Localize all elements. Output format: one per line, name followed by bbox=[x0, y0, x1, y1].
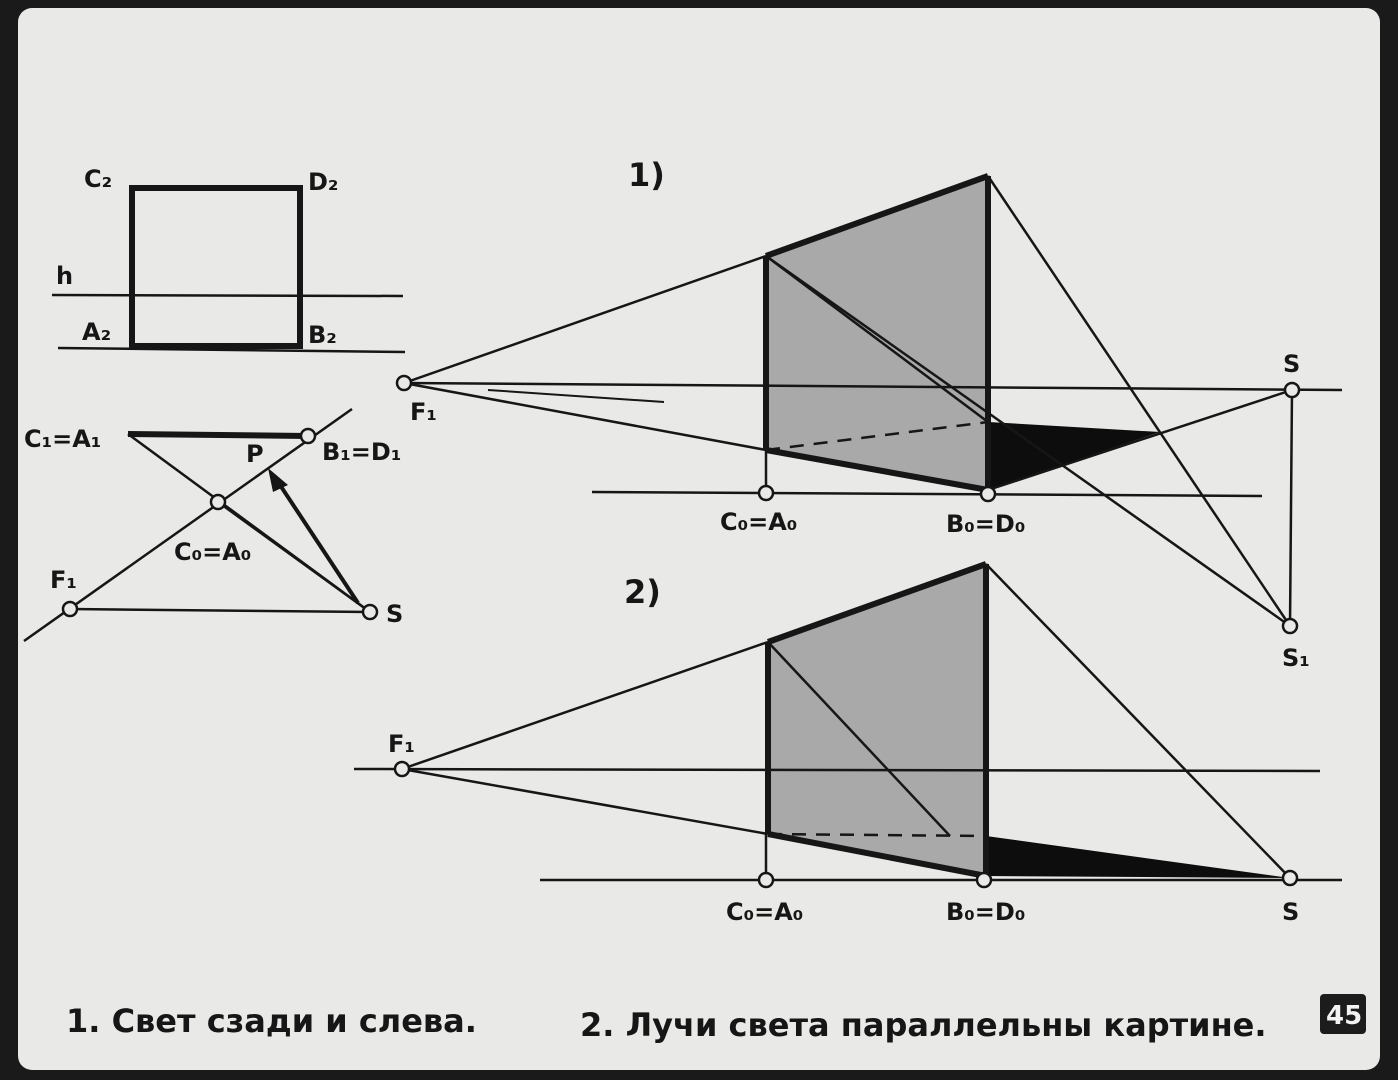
fig1-ray-f1-bottom bbox=[403, 381, 767, 452]
front-view-square bbox=[129, 185, 303, 349]
label-h: h bbox=[56, 262, 73, 290]
ground-line bbox=[57, 346, 406, 354]
caption-1: 1. Свет сзади и слева. bbox=[66, 1002, 477, 1040]
label-s-plan: S bbox=[386, 600, 403, 628]
plan-edge-a1-b1 bbox=[127, 431, 309, 439]
fig1-number: 1) bbox=[628, 156, 665, 194]
fig1-point-c0 bbox=[757, 484, 775, 502]
fig1-ray-to-s bbox=[987, 388, 1293, 492]
fig2-plane-fill bbox=[768, 564, 986, 876]
page-number: 45 bbox=[1326, 1001, 1362, 1031]
fig1-point-f1 bbox=[395, 374, 413, 392]
fig1-label-s: S bbox=[1283, 350, 1300, 378]
fig1-point-s bbox=[1283, 381, 1301, 399]
point-c0 bbox=[209, 493, 227, 511]
label-c0-a0-plan: C₀=A₀ bbox=[174, 538, 251, 566]
light-direction-arrow bbox=[276, 480, 360, 605]
fig1-label-b0-d0: B₀=D₀ bbox=[946, 510, 1025, 538]
fig1-dashed-shadow-edge bbox=[765, 420, 989, 452]
label-b2: B₂ bbox=[308, 321, 337, 349]
fig1-short-stroke bbox=[487, 389, 665, 403]
caption-2: 2. Лучи света параллельны картине. bbox=[580, 1006, 1267, 1044]
fig1-ray-f1-top bbox=[403, 254, 767, 385]
fig2-edge-top bbox=[766, 561, 988, 645]
fig1-label-f1: F₁ bbox=[410, 398, 437, 426]
fig1-vertical-s-s1 bbox=[1288, 389, 1294, 627]
fig2-label-b0-d0: B₀=D₀ bbox=[946, 898, 1025, 926]
fig1-diagonal-ray bbox=[765, 254, 989, 424]
point-f1 bbox=[61, 600, 79, 618]
fig2-point-f1 bbox=[393, 760, 411, 778]
fig1-cast-shadow bbox=[988, 422, 1160, 490]
fig1-point-s1 bbox=[1281, 617, 1299, 635]
fig2-point-c0 bbox=[757, 871, 775, 889]
figure-2-perspective bbox=[353, 561, 1342, 889]
fig2-point-b0 bbox=[975, 871, 993, 889]
fig1-horizon-line bbox=[403, 381, 1343, 392]
label-a2: A₂ bbox=[82, 318, 111, 346]
fig1-ground-line bbox=[591, 490, 1263, 498]
fig1-point-b0 bbox=[979, 485, 997, 503]
fig1-edge-top bbox=[764, 173, 990, 259]
point-s bbox=[361, 603, 379, 621]
plan-diagonal-ray bbox=[23, 407, 353, 643]
fig2-ray-f1-bottom bbox=[401, 767, 769, 836]
horizon-line-h bbox=[51, 293, 404, 298]
arrow-head-icon bbox=[268, 468, 288, 492]
label-d2: D₂ bbox=[308, 168, 338, 196]
fig2-label-s: S bbox=[1282, 898, 1299, 926]
fig2-diagonal-ray bbox=[767, 641, 951, 837]
label-f1-plan: F₁ bbox=[50, 566, 77, 594]
fig1-edge-bottom bbox=[765, 447, 989, 493]
fig2-ray-f1-top bbox=[401, 640, 769, 771]
page-number-badge bbox=[1320, 994, 1366, 1034]
plan-base-f1-s bbox=[69, 607, 371, 614]
plan-ray-c0-s bbox=[217, 500, 371, 614]
label-c2: C₂ bbox=[84, 165, 112, 193]
fig2-point-s bbox=[1281, 869, 1299, 887]
figure-1-perspective bbox=[395, 173, 1343, 635]
fig1-ray-to-s1-lower bbox=[765, 254, 1291, 628]
point-b1 bbox=[299, 427, 317, 445]
orthographic-views bbox=[23, 185, 406, 643]
fig2-cast-shadow bbox=[986, 836, 1290, 878]
paper-background bbox=[18, 8, 1380, 1070]
fig2-ray-to-s bbox=[985, 563, 1291, 879]
label-b1-d1: B₁=D₁ bbox=[322, 438, 401, 466]
fig2-number: 2) bbox=[624, 573, 661, 611]
fig2-label-c0-a0: C₀=A₀ bbox=[726, 898, 803, 926]
fig2-label-f1: F₁ bbox=[388, 730, 415, 758]
fig1-label-s1: S₁ bbox=[1282, 644, 1310, 672]
fig1-ray-to-s1-upper bbox=[986, 175, 1292, 627]
fig2-edge-bottom bbox=[767, 831, 987, 879]
label-c1-a1: C₁=A₁ bbox=[24, 425, 101, 453]
label-p: P bbox=[246, 440, 264, 468]
fig2-horizon-line bbox=[353, 767, 1321, 773]
fig1-label-c0-a0: C₀=A₀ bbox=[720, 508, 797, 536]
